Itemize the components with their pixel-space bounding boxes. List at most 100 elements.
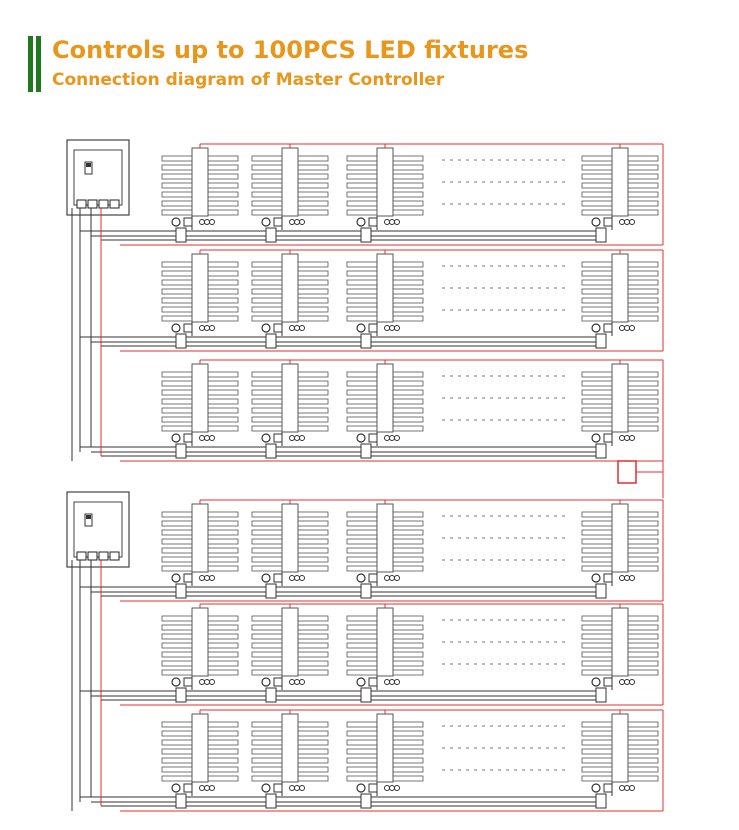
controller-group-2-row-3-fixture-1 bbox=[161, 710, 239, 809]
coil-icon bbox=[624, 325, 630, 331]
connector-block bbox=[273, 217, 283, 227]
junction-box bbox=[360, 443, 372, 459]
header-accent-bars bbox=[28, 36, 42, 92]
fixture-spine bbox=[611, 147, 629, 217]
plug-icon bbox=[171, 573, 181, 583]
fixture-spine bbox=[376, 503, 394, 573]
coil-icon bbox=[624, 785, 630, 791]
controller-switch bbox=[84, 161, 93, 175]
connector-block bbox=[603, 783, 613, 793]
plug-icon bbox=[591, 677, 601, 687]
coil-icon bbox=[394, 575, 400, 581]
junction-box bbox=[595, 333, 607, 349]
coil-icon bbox=[299, 325, 305, 331]
connector-block bbox=[368, 677, 378, 687]
plug-icon bbox=[591, 433, 601, 443]
controller-group-1-row-3-fixture-2 bbox=[251, 360, 329, 459]
accent-bar-right bbox=[36, 36, 41, 92]
coil-icon bbox=[624, 575, 630, 581]
coil-icon bbox=[199, 325, 205, 331]
coil-icon bbox=[384, 785, 390, 791]
controller-group-2-row-2-fixture-4 bbox=[581, 604, 659, 703]
coil-icon bbox=[289, 785, 295, 791]
fixture-spine bbox=[281, 503, 299, 573]
controller-group-2-row-3-fixture-2 bbox=[251, 710, 329, 809]
coil-icon bbox=[384, 219, 390, 225]
fixture-spine bbox=[281, 363, 299, 433]
fixture-spine bbox=[281, 147, 299, 217]
fixture-spine bbox=[611, 363, 629, 433]
plug-icon bbox=[356, 573, 366, 583]
coil-icon bbox=[209, 219, 215, 225]
coil-icon bbox=[294, 435, 300, 441]
junction-box bbox=[175, 333, 187, 349]
plug-icon bbox=[261, 677, 271, 687]
repeater-box bbox=[617, 460, 637, 484]
coil-icon bbox=[384, 575, 390, 581]
fixture-spine bbox=[191, 147, 209, 217]
coil-icon bbox=[629, 435, 635, 441]
coil-icon bbox=[199, 435, 205, 441]
coil-icon bbox=[389, 679, 395, 685]
coil-icon bbox=[204, 435, 210, 441]
controller-group-1-row-2-fixture-2 bbox=[251, 250, 329, 349]
coil-icon bbox=[204, 219, 210, 225]
coil-icon bbox=[619, 325, 625, 331]
fixture-spine bbox=[376, 363, 394, 433]
connector-block bbox=[183, 323, 193, 333]
plug-icon bbox=[591, 573, 601, 583]
controller-group-1-row-1-fixture-4 bbox=[581, 144, 659, 243]
terminal-port bbox=[98, 199, 109, 209]
connector-block bbox=[183, 783, 193, 793]
controller-group-1-row-1-fixture-3 bbox=[346, 144, 424, 243]
connector-block bbox=[368, 783, 378, 793]
junction-box bbox=[175, 583, 187, 599]
plug-icon bbox=[171, 783, 181, 793]
junction-box bbox=[265, 333, 277, 349]
controller-group-2-controller bbox=[66, 491, 130, 568]
junction-box bbox=[175, 443, 187, 459]
fixture-spine bbox=[191, 503, 209, 573]
coil-icon bbox=[394, 679, 400, 685]
coil-icon bbox=[629, 785, 635, 791]
junction-box bbox=[265, 443, 277, 459]
coil-icon bbox=[394, 325, 400, 331]
fixture-spine bbox=[376, 607, 394, 677]
switch-lever bbox=[86, 163, 91, 167]
plug-icon bbox=[356, 677, 366, 687]
controller-group-1-row-3-fixture-4 bbox=[581, 360, 659, 459]
junction-box bbox=[265, 687, 277, 703]
terminal-port bbox=[87, 551, 98, 561]
coil-icon bbox=[204, 325, 210, 331]
coil-icon bbox=[619, 575, 625, 581]
plug-icon bbox=[356, 783, 366, 793]
controller-group-1-row-1-fixture-2 bbox=[251, 144, 329, 243]
coil-icon bbox=[629, 679, 635, 685]
controller-group-1-row-2-fixture-3 bbox=[346, 250, 424, 349]
junction-box bbox=[595, 583, 607, 599]
coil-icon bbox=[624, 679, 630, 685]
plug-icon bbox=[171, 217, 181, 227]
coil-icon bbox=[629, 575, 635, 581]
controller-group-2-row-1-fixture-1 bbox=[161, 500, 239, 599]
coil-icon bbox=[624, 435, 630, 441]
junction-box bbox=[265, 793, 277, 809]
connector-block bbox=[603, 433, 613, 443]
coil-icon bbox=[294, 325, 300, 331]
plug-icon bbox=[171, 323, 181, 333]
junction-box bbox=[175, 687, 187, 703]
coil-icon bbox=[299, 219, 305, 225]
junction-box bbox=[595, 227, 607, 243]
coil-icon bbox=[204, 679, 210, 685]
coil-icon bbox=[209, 575, 215, 581]
coil-icon bbox=[389, 435, 395, 441]
fixture-spine bbox=[611, 607, 629, 677]
fixture-spine bbox=[281, 607, 299, 677]
coil-icon bbox=[209, 679, 215, 685]
coil-icon bbox=[204, 575, 210, 581]
junction-box bbox=[360, 793, 372, 809]
coil-icon bbox=[619, 679, 625, 685]
coil-icon bbox=[294, 679, 300, 685]
coil-icon bbox=[394, 435, 400, 441]
terminal-port bbox=[76, 551, 87, 561]
